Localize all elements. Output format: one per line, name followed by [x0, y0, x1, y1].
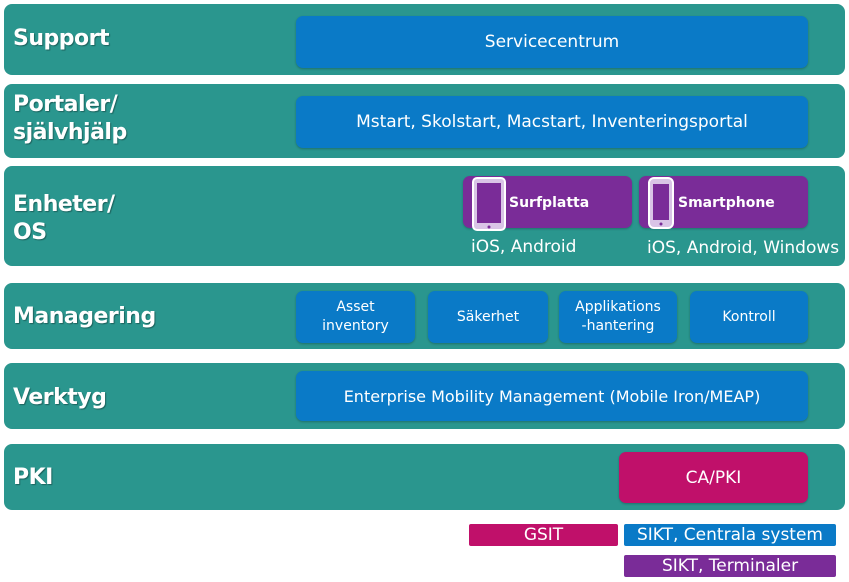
legend-label-sikt-centrala-system: SIKT, Centrala system: [636, 525, 823, 545]
row-label-support: Support: [13, 26, 109, 51]
device-os-surfplatta: iOS, Android: [471, 237, 577, 257]
smartphone-icon: [647, 176, 675, 234]
mgmt-box-sakerhet: Säkerhet: [428, 291, 548, 343]
row-label-verktyg: Verktyg: [13, 385, 107, 410]
ca-pki-box: CA/PKI: [619, 452, 808, 503]
mgmt-box-kontroll: Kontroll: [690, 291, 808, 343]
emm-label: Enterprise Mobility Management (Mobile I…: [343, 386, 761, 406]
legend-sikt-centrala-system: SIKT, Centrala system: [624, 524, 836, 546]
mgmt-label-asset-inventory: Asset inventory: [322, 299, 389, 334]
row-label-portaler: Portaler/ självhjälp: [13, 92, 127, 145]
mgmt-label-applikationshantering: Applikations -hantering: [575, 299, 661, 334]
legend-gsit: GSIT: [469, 524, 618, 546]
device-box-smartphone: Smartphone: [639, 176, 808, 229]
device-label-surfplatta: Surfplatta: [509, 195, 590, 211]
servicecentrum-label: Servicecentrum: [484, 32, 620, 52]
mgmt-label-kontroll: Kontroll: [722, 308, 776, 325]
mgmt-label-sakerhet: Säkerhet: [456, 308, 520, 325]
legend-label-sikt-terminaler: SIKT, Terminaler: [661, 556, 799, 576]
tablet-icon: [469, 176, 509, 236]
servicecentrum-box: Servicecentrum: [296, 16, 808, 68]
portals-box: Mstart, Skolstart, Macstart, Inventering…: [296, 96, 808, 148]
device-os-smartphone: iOS, Android, Windows: [647, 238, 840, 258]
mgmt-box-asset-inventory: Asset inventory: [296, 291, 415, 343]
legend-label-gsit: GSIT: [523, 525, 564, 545]
mgmt-box-applikationshantering: Applikations -hantering: [559, 291, 677, 343]
legend-sikt-terminaler: SIKT, Terminaler: [624, 555, 836, 577]
row-label-enheter: Enheter/ OS: [13, 192, 115, 245]
device-box-surfplatta: Surfplatta: [463, 176, 632, 231]
portals-label: Mstart, Skolstart, Macstart, Inventering…: [356, 112, 748, 132]
row-label-managering: Managering: [13, 304, 156, 329]
emm-box: Enterprise Mobility Management (Mobile I…: [296, 371, 808, 421]
ca-pki-label: CA/PKI: [685, 467, 742, 488]
device-label-smartphone: Smartphone: [678, 195, 775, 211]
row-label-pki: PKI: [13, 465, 53, 490]
